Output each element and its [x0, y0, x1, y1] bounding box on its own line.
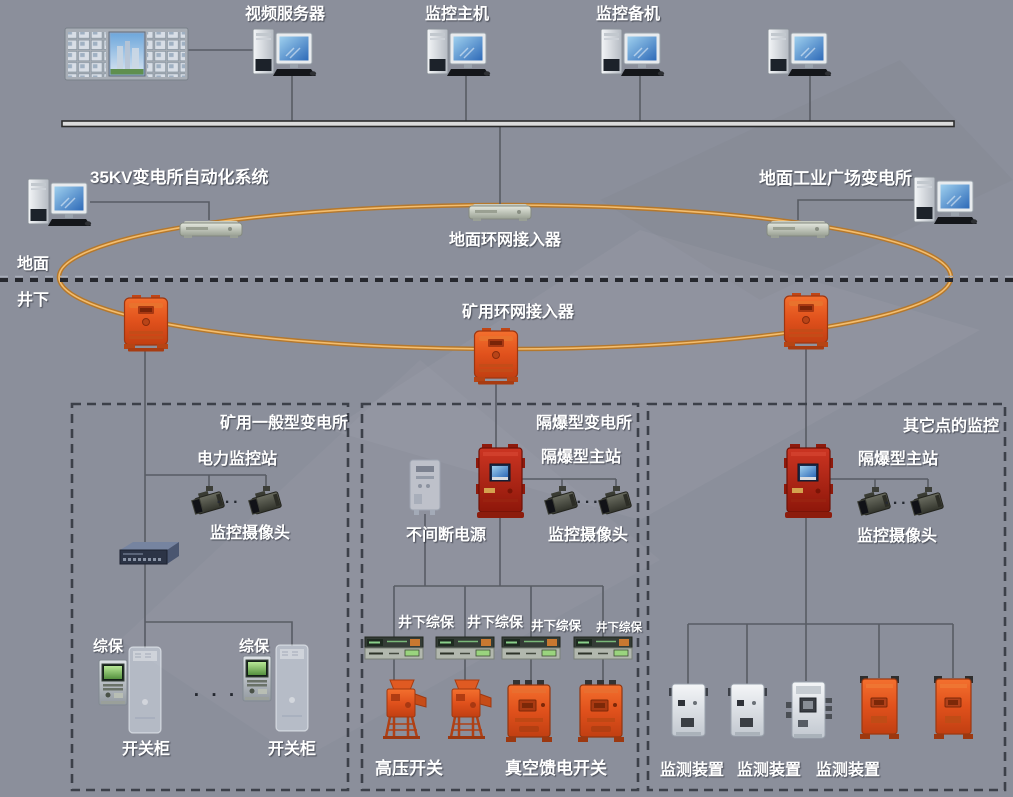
explosion-proof-substation-title: 隔爆型变电所 [536, 413, 632, 432]
camera-ellipsis: ··· [217, 494, 242, 511]
general-substation-title: 矿用一般型变电所 [220, 413, 348, 432]
camera-label: 监控摄像头 [548, 525, 628, 544]
ground-ring-access-middle-icon [468, 203, 532, 222]
underground-protection-label: 井下综保 [531, 618, 582, 633]
protection-unit-icon [98, 659, 128, 706]
monitoring-device-label: 监测装置 [660, 760, 724, 779]
main-station-label: 隔爆型主站 [858, 449, 938, 468]
underground-label: 井下 [17, 290, 49, 309]
ups-icon [409, 459, 441, 516]
explosion-proof-main-station-icon [783, 443, 834, 519]
other-points-dashed-box [646, 402, 1007, 792]
underground-protection-strip-icon [364, 636, 424, 660]
underground-protection-label: 井下综保 [467, 614, 524, 630]
connection-lines [90, 49, 954, 684]
underground-protection-strip-icon [435, 636, 495, 660]
main-station-label: 隔爆型主站 [541, 447, 621, 466]
ground-ring-access-right-icon [766, 220, 830, 239]
plaza-substation-label: 地面工业广场变电所 [759, 168, 912, 188]
monitoring-device-label: 监测装置 [816, 760, 880, 779]
explosion-proof-substation-dashed-box [360, 402, 640, 792]
switch-cabinet-icon [128, 646, 162, 734]
ethernet-switch-icon [119, 541, 180, 565]
group-ellipsis: · · · [194, 685, 239, 706]
protection-unit-icon [242, 655, 272, 702]
camera-label: 监控摄像头 [857, 526, 937, 545]
general-substation-dashed-box [70, 402, 350, 792]
ground-ring-access-left-icon [179, 220, 243, 239]
mine-ring-access-left-icon [123, 294, 169, 353]
vacuum-feeder-label: 真空馈电开关 [505, 758, 607, 778]
switch-cabinet-label: 开关柜 [122, 739, 170, 758]
mine-ring-access-right-icon [783, 292, 829, 351]
protection-label: 综保 [239, 637, 270, 655]
underground-protection-strip-icon [573, 636, 633, 660]
hv-switch-label: 高压开关 [375, 758, 443, 778]
monitor-host-label: 监控主机 [425, 4, 489, 23]
camera-label: 监控摄像头 [210, 523, 290, 542]
camera-ellipsis: ··· [577, 494, 602, 511]
other-points-title: 其它点的监控 [903, 416, 999, 435]
mine-ring-access-label: 矿用环网接入器 [462, 302, 575, 321]
kv35-system-label: 35KV变电所自动化系统 [90, 167, 269, 187]
surface-backbone-bus [61, 120, 955, 128]
monitoring-device-icon [933, 675, 974, 740]
ground-label: 地面 [17, 254, 49, 273]
power-monitor-station-label: 电力监控站 [197, 449, 277, 468]
monitoring-device-icon [727, 683, 768, 737]
monitor-backup-label: 监控备机 [596, 4, 660, 23]
underground-protection-strip-icon [501, 636, 561, 660]
switch-cabinet-label: 开关柜 [268, 739, 316, 758]
ground-ring-access-label: 地面环网接入器 [449, 230, 562, 249]
ups-label: 不间断电源 [406, 525, 486, 544]
monitoring-device-icon [668, 683, 709, 737]
camera-ellipsis: ··· [885, 495, 910, 512]
underground-protection-label: 井下综保 [596, 620, 642, 634]
monitoring-device-icon [859, 675, 900, 740]
mine-ring-access-middle-icon [473, 327, 519, 386]
underground-protection-label: 井下综保 [398, 614, 455, 630]
video-server-label: 视频服务器 [245, 4, 326, 23]
surface-underground-divider [0, 275, 1013, 282]
monitoring-device-label: 监测装置 [737, 760, 801, 779]
video-wall-icon [64, 27, 189, 81]
switch-cabinet-icon [275, 644, 309, 732]
vacuum-feeder-switch-icon [577, 679, 625, 743]
explosion-proof-main-station-icon [475, 443, 526, 519]
vacuum-feeder-switch-icon [505, 679, 553, 743]
monitoring-device-icon [785, 681, 833, 739]
protection-label: 综保 [93, 637, 124, 655]
